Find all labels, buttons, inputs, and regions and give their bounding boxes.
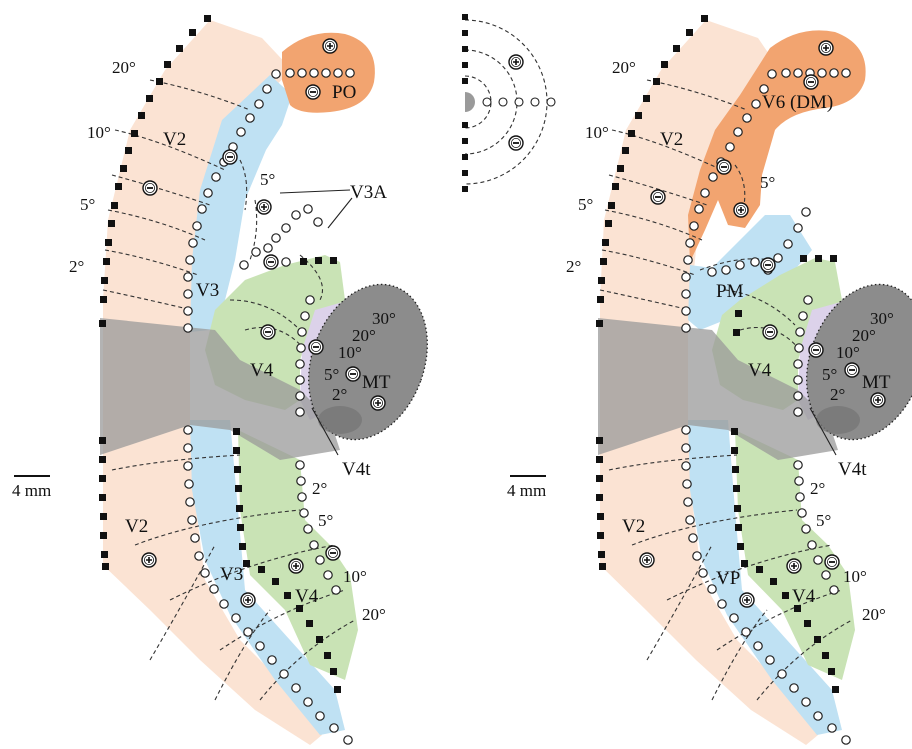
left-panel: PO V2 V3 V3A V4 MT V4t V2 V3 V4 20° 10° … bbox=[69, 15, 428, 745]
left-scale-bar: 4 mm bbox=[12, 475, 51, 500]
right-v2-lower-label: V2 bbox=[622, 516, 645, 537]
right-square-markers bbox=[596, 15, 839, 693]
left-low-ecc-2-label: 2° bbox=[312, 479, 327, 498]
left-gray-band bbox=[100, 318, 340, 460]
right-mt-region bbox=[806, 283, 912, 441]
left-v4t-pointer bbox=[311, 407, 339, 456]
left-v3-region bbox=[190, 75, 292, 332]
right-circle-markers bbox=[681, 68, 851, 745]
left-po-label: PO bbox=[332, 82, 356, 103]
left-v2-lower-label: V2 bbox=[125, 516, 148, 537]
left-mt-ecc-10-label: 10° bbox=[338, 343, 362, 362]
right-low-ecc-10-label: 10° bbox=[843, 567, 867, 586]
right-vp-label: VP bbox=[716, 568, 740, 589]
right-ecc-2-label: 2° bbox=[566, 257, 581, 276]
right-v2-upper-label: V2 bbox=[660, 129, 683, 150]
left-circle-markers bbox=[183, 68, 355, 745]
right-v4-lower-region bbox=[735, 430, 855, 680]
left-mt-ecc-30-label: 30° bbox=[372, 309, 396, 328]
right-mt-ecc-10-label: 10° bbox=[836, 343, 860, 362]
right-v4-lower-label: V4 bbox=[792, 586, 816, 607]
right-mt-inner-shadow bbox=[816, 406, 860, 434]
left-v3-lower-region bbox=[190, 420, 345, 735]
right-mt-ecc-30-label: 30° bbox=[870, 309, 894, 328]
left-mt-ecc-5-label: 5° bbox=[324, 365, 339, 384]
left-scale-bar-label: 4 mm bbox=[12, 481, 51, 500]
right-vp-region bbox=[688, 420, 842, 735]
visual-field-legend bbox=[462, 14, 556, 192]
left-ecc-20-label: 20° bbox=[112, 58, 136, 77]
left-ecc-5-label: 5° bbox=[80, 195, 95, 214]
left-v3-lower-label: V3 bbox=[220, 564, 243, 585]
left-v2-region bbox=[103, 20, 322, 745]
left-v2-upper-label: V2 bbox=[163, 129, 186, 150]
left-iso-eccentricity-lines bbox=[102, 79, 356, 701]
right-iso-eccentricity-lines bbox=[599, 79, 853, 701]
right-v6-region bbox=[688, 30, 866, 262]
left-mt-inner-shadow bbox=[318, 406, 362, 434]
right-v6-label: V6 (DM) bbox=[762, 92, 833, 113]
left-v4-lower-region bbox=[238, 430, 358, 680]
right-v4t-label: V4t bbox=[838, 459, 867, 480]
right-ecc-5-label: 5° bbox=[578, 195, 593, 214]
right-v4t-pointer bbox=[809, 407, 837, 456]
left-square-markers bbox=[99, 15, 341, 693]
left-low-ecc-10-label: 10° bbox=[343, 567, 367, 586]
left-mt-region bbox=[308, 283, 428, 441]
right-v4-upper-label: V4 bbox=[748, 360, 772, 381]
left-ecc-2-label: 2° bbox=[69, 257, 84, 276]
right-mt-ecc-20-label: 20° bbox=[852, 326, 876, 345]
left-low-ecc-5-label: 5° bbox=[318, 511, 333, 530]
right-scale-bar: 4 mm bbox=[507, 475, 546, 500]
right-scale-bar-label: 4 mm bbox=[507, 481, 546, 500]
right-low-ecc-5-label: 5° bbox=[816, 511, 831, 530]
right-v6-ecc-5-label: 5° bbox=[760, 173, 775, 192]
left-mt-label: MT bbox=[362, 372, 391, 393]
left-v4t-label: V4t bbox=[342, 459, 371, 480]
right-low-ecc-20-label: 20° bbox=[862, 605, 886, 624]
left-v3-upper-label: V3 bbox=[196, 280, 219, 301]
right-low-ecc-2-label: 2° bbox=[810, 479, 825, 498]
left-v3a-pointer-1 bbox=[279, 189, 351, 194]
right-pm-label: PM bbox=[716, 281, 744, 302]
right-mt-ecc-5-label: 5° bbox=[822, 365, 837, 384]
right-ecc-10-label: 10° bbox=[585, 123, 609, 142]
left-mt-ecc-2-label: 2° bbox=[332, 385, 347, 404]
left-v3a-label: V3A bbox=[350, 182, 387, 203]
left-v4-lower-label: V4 bbox=[295, 586, 319, 607]
right-mt-label: MT bbox=[862, 372, 891, 393]
left-v3a-ecc-5-label: 5° bbox=[260, 170, 275, 189]
right-ecc-20-label: 20° bbox=[612, 58, 636, 77]
left-mt-ecc-20-label: 20° bbox=[352, 326, 376, 345]
left-ecc-10-label: 10° bbox=[87, 123, 111, 142]
right-panel: V6 (DM) V2 PM V4 MT V4t V2 VP V4 20° 10°… bbox=[566, 15, 912, 745]
right-pm-region bbox=[688, 215, 812, 330]
left-v4-upper-label: V4 bbox=[250, 360, 274, 381]
right-gray-band bbox=[598, 318, 838, 460]
left-v3a-pointer-2 bbox=[327, 197, 353, 229]
left-low-ecc-20-label: 20° bbox=[362, 605, 386, 624]
right-mt-ecc-2-label: 2° bbox=[830, 385, 845, 404]
